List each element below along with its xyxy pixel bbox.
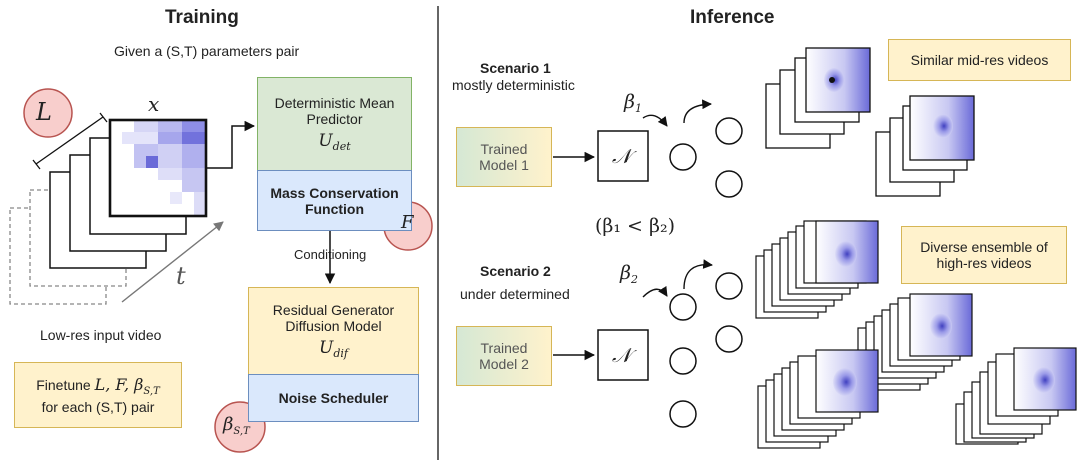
beta-comparison: (β₁ < β₂)	[595, 215, 676, 237]
beta-ST-sub: S,T	[233, 426, 250, 438]
deterministic-mean-predictor-box: Deterministic Mean Predictor Udet	[257, 77, 412, 171]
beta1-symbol: β	[624, 91, 635, 113]
training-subtitle: Given a (S,T) parameters pair	[114, 43, 300, 59]
conditioning-label: Conditioning	[294, 247, 367, 262]
L-symbol: L	[36, 98, 52, 126]
normal-symbol-1: 𝒩	[612, 144, 632, 168]
time-arrow	[121, 221, 224, 303]
t-symbol: t	[176, 262, 186, 290]
noise-scheduler-label: Noise Scheduler	[278, 390, 389, 406]
scenario2-subtitle: under determined	[460, 286, 570, 302]
finetune-line2: for each (S,T) pair	[41, 398, 155, 415]
model1-line2: Model 1	[479, 157, 529, 173]
note1-text: Similar mid-res videos	[910, 52, 1049, 68]
finetune-prefix: Finetune	[36, 377, 95, 394]
high-res-video-stack-1	[755, 220, 879, 319]
inference-title: Inference	[690, 7, 775, 28]
noise-scheduler-box: Noise Scheduler	[248, 374, 419, 422]
beta1-sub: 1	[634, 102, 642, 116]
beta2-sub: 2	[630, 273, 638, 287]
det-box-symbol: U	[318, 130, 333, 151]
det-box-line1: Deterministic Mean	[274, 94, 395, 111]
L-dimension-line	[32, 112, 108, 170]
mass-conservation-box: Mass Conservation Function	[257, 170, 412, 231]
scenario2-noise-samples	[669, 272, 743, 428]
mass-box-line1: Mass Conservation	[270, 184, 399, 201]
det-box-line2: Predictor	[306, 110, 363, 127]
note2-line1: Diverse ensemble of	[920, 239, 1048, 255]
finetune-params: L, F, β	[94, 375, 144, 395]
res-box-line2: Diffusion Model	[285, 317, 382, 334]
res-box-sub: dif	[333, 347, 348, 361]
res-box-line1: Residual Generator	[272, 301, 395, 318]
mass-box-line2: Function	[304, 200, 365, 217]
high-res-video-stack-4	[955, 347, 1077, 445]
note2-line2: high-res videos	[936, 255, 1032, 271]
scenario1-title: Scenario 1	[480, 60, 551, 76]
sample2-curve-arrow	[683, 259, 713, 290]
res-box-symbol: U	[319, 337, 334, 358]
input-caption: Low-res input video	[40, 327, 162, 343]
high-res-video-stack-3	[757, 349, 879, 449]
normal-dist-box-1	[597, 130, 649, 182]
beta-ST-symbol: β	[223, 414, 234, 435]
model2-line1: Trained	[480, 340, 528, 356]
training-title: Training	[165, 7, 239, 28]
F-symbol: F	[401, 212, 414, 233]
x-symbol: x	[148, 92, 160, 116]
trained-model-2-box: Trained Model 2	[456, 326, 552, 386]
input-to-predictor-arrow	[206, 120, 256, 169]
L-circle	[23, 88, 73, 138]
finetune-note: Finetune L, F, βS,T for each (S,T) pair	[14, 362, 182, 428]
mid-res-video-stack-1	[765, 47, 871, 149]
scenario1-noise-samples	[669, 117, 743, 198]
model1-line1: Trained	[480, 141, 528, 157]
mid-res-video-stack-2	[875, 95, 975, 197]
beta2-symbol: β	[620, 262, 631, 284]
beta1-curve-arrow	[642, 114, 668, 127]
det-box-sub: det	[332, 140, 351, 154]
residual-generator-box: Residual Generator Diffusion Model Udif	[248, 287, 419, 375]
finetune-params-sub: S,T	[143, 385, 160, 397]
scenario1-subtitle: mostly deterministic	[452, 77, 575, 93]
model2-line2: Model 2	[479, 356, 529, 372]
input-frame-x	[108, 118, 208, 218]
sample1-curve-arrow	[683, 99, 712, 124]
note-similar-mid-res: Similar mid-res videos	[888, 39, 1071, 81]
beta2-curve-arrow	[642, 285, 668, 298]
scenario2-title: Scenario 2	[480, 263, 551, 279]
note-diverse-ensemble: Diverse ensemble of high-res videos	[901, 226, 1067, 284]
normal-symbol-2: 𝒩	[612, 343, 632, 367]
normal-dist-box-2	[597, 329, 649, 381]
trained-model-1-box: Trained Model 1	[456, 127, 552, 187]
